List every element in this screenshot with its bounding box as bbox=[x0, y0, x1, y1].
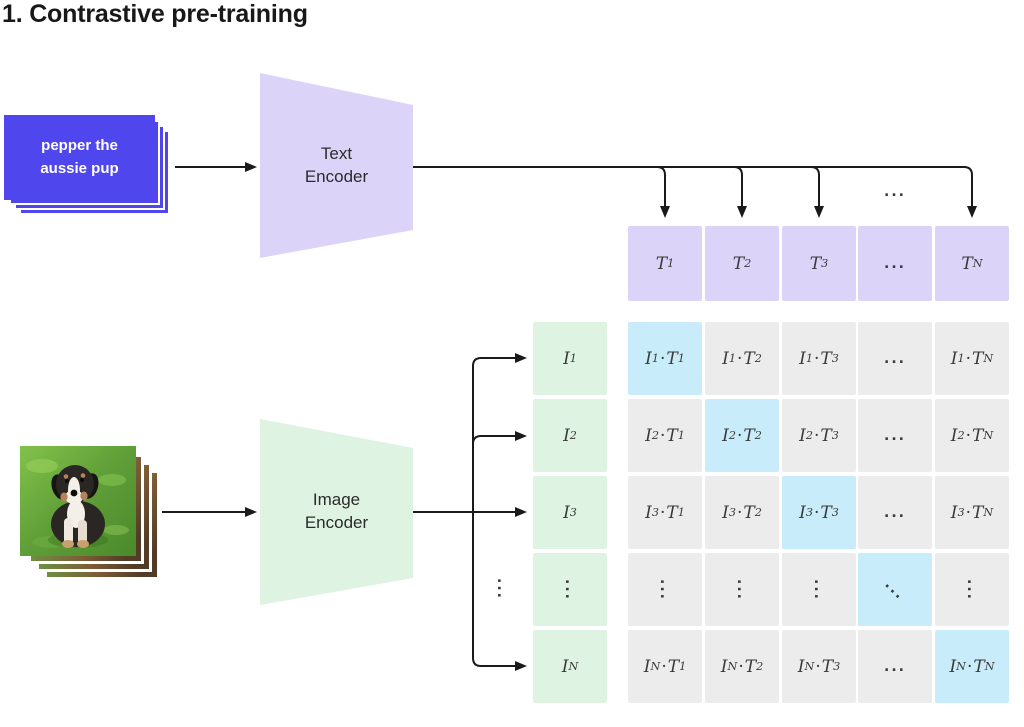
ellipsis-dots: ... bbox=[884, 504, 906, 521]
arrow-branch-i1 bbox=[472, 353, 527, 512]
ellipsis-vertical: ... bbox=[488, 575, 516, 603]
image-encoder-label: Image Encoder bbox=[304, 490, 369, 532]
ellipsis-dots: ... bbox=[494, 578, 510, 600]
ellipsis-dots: ... bbox=[657, 578, 673, 601]
similarity-cell: ... bbox=[858, 553, 932, 626]
ellipsis-horizontal: ... bbox=[858, 183, 932, 201]
ellipsis-dots: ... bbox=[884, 350, 906, 367]
ellipsis-dots: ... bbox=[964, 578, 980, 601]
similarity-cell: ... bbox=[858, 476, 932, 549]
ellipsis-dots: ... bbox=[811, 578, 827, 601]
ellipsis-dots: ... bbox=[734, 578, 750, 601]
arrow-branch-i2 bbox=[472, 431, 527, 445]
similarity-cell: ... bbox=[782, 553, 856, 626]
text-encoder: Text Encoder bbox=[260, 73, 413, 258]
ellipsis-dots: ... bbox=[884, 184, 906, 200]
i-embedding-cell: ... bbox=[533, 553, 607, 626]
text-input-line: pepper the bbox=[41, 137, 118, 154]
arrow-drop-t3 bbox=[810, 166, 824, 218]
text-input-card: pepper the aussie pup bbox=[4, 115, 155, 200]
text-encoder-label: Text Encoder bbox=[304, 143, 369, 186]
ellipsis-dots: ... bbox=[562, 578, 578, 601]
ellipsis-dots: ... bbox=[884, 427, 906, 444]
similarity-cell: ... bbox=[705, 553, 779, 626]
similarity-cell: ... bbox=[935, 553, 1009, 626]
dog-photo-icon bbox=[20, 446, 136, 556]
arrow-drop-t1 bbox=[656, 166, 670, 218]
ellipsis-dots: ... bbox=[881, 576, 909, 603]
similarity-cell: ... bbox=[858, 399, 932, 472]
arrow-drop-t2 bbox=[733, 166, 747, 218]
image-encoder: Image Encoder bbox=[260, 419, 413, 605]
similarity-cell: ... bbox=[858, 322, 932, 395]
similarity-cell: ... bbox=[858, 630, 932, 703]
ellipsis-dots: ... bbox=[884, 255, 906, 272]
similarity-cell: ... bbox=[628, 553, 702, 626]
diagram-title: 1. Contrastive pre-training bbox=[2, 0, 308, 28]
text-input-line: aussie pup bbox=[40, 159, 119, 177]
ellipsis-dots: ... bbox=[884, 658, 906, 675]
t-embedding-cell: ... bbox=[858, 226, 932, 301]
